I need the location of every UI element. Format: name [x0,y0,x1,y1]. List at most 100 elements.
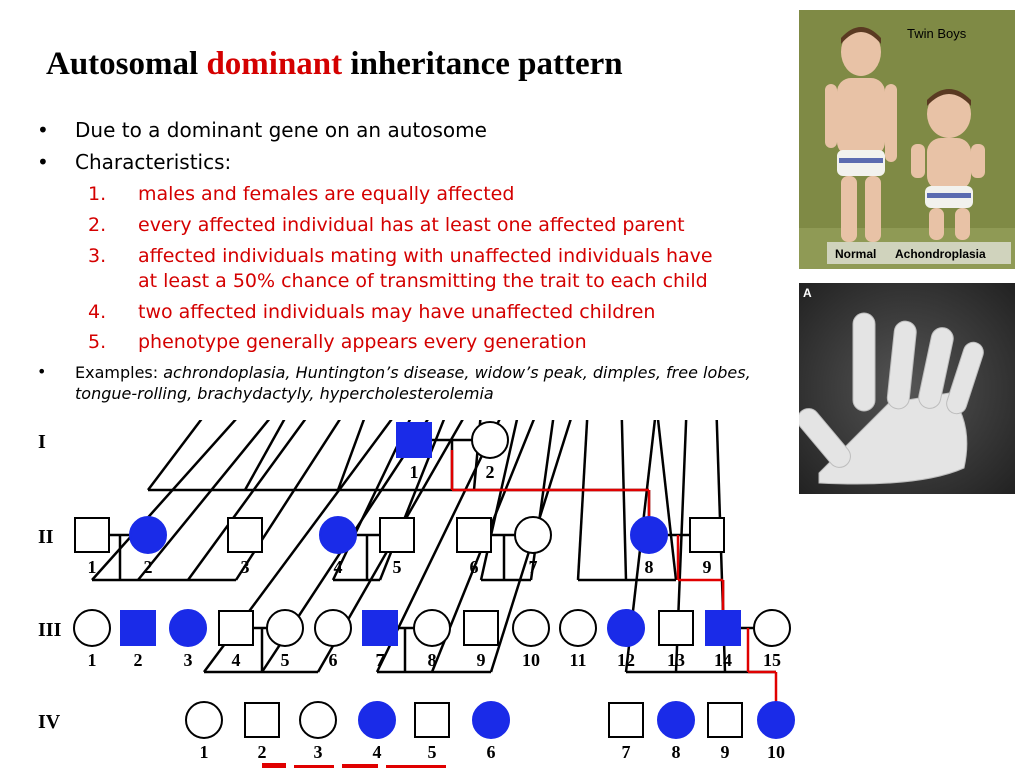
examples-list: achrondoplasia, Huntington’s disease, wi… [75,363,751,403]
male-unaffected-symbol [608,702,644,738]
relationship-line [576,420,589,581]
bottom-red-text-fragment [262,756,462,768]
relationship-line [674,420,688,673]
characteristic-number: 1. [88,183,107,205]
generation-label: III [38,619,62,641]
individual-number: 2 [258,742,267,762]
characteristic-number: 4. [88,301,107,323]
individual-number: 10 [522,650,540,670]
individual-number: 12 [617,650,635,670]
individual-number: 2 [144,557,153,577]
male-unaffected-symbol [379,517,415,553]
individual-number: 5 [428,742,437,762]
male-affected-symbol [396,422,432,458]
individual-number: 10 [767,742,785,762]
twin-boys-caption: Twin Boys [907,26,967,41]
characteristic-text: every affected individual has at least o… [138,214,685,236]
female-affected-symbol [757,701,795,739]
individual-number: 7 [376,650,385,670]
female-affected-symbol [630,516,668,554]
female-affected-symbol [607,609,645,647]
female-unaffected-symbol [471,421,509,459]
pedigree-lines [91,420,776,674]
individual-number: 1 [410,462,419,482]
individual-number: 8 [645,557,654,577]
relationship-line [378,420,446,581]
title-part-2: inheritance pattern [342,46,623,82]
individual-number: 15 [763,650,781,670]
individual-number: 3 [184,650,193,670]
characteristic-text: phenotype generally appears every genera… [138,331,587,353]
female-affected-symbol [358,701,396,739]
relationship-line [624,420,657,673]
relationship-line [331,420,412,581]
caption-strip [827,242,1011,264]
relationship-line [91,420,237,581]
male-affected-symbol [705,610,741,646]
generation-label: I [38,431,46,453]
individual-number: 5 [281,650,290,670]
characteristic-text: two affected individuals may have unaffe… [138,301,656,323]
female-affected-symbol [169,609,207,647]
individual-number: 1 [88,557,97,577]
relationship-line [316,420,464,673]
relationship-line [656,420,678,581]
bullet-text: Characteristics: [75,150,232,174]
hand-corner-label: A [803,286,812,300]
male-unaffected-symbol [456,517,492,553]
female-unaffected-symbol [266,609,304,647]
female-unaffected-symbol [185,701,223,739]
male-unaffected-symbol [74,517,110,553]
individual-number: 8 [672,742,681,762]
individual-number: 14 [714,650,732,670]
relationship-line [489,420,572,673]
normal-boy-figure [825,27,897,242]
male-unaffected-symbol [218,610,254,646]
examples-label: Examples: [75,363,164,382]
relationship-line [529,420,555,581]
individual-number: 6 [470,557,479,577]
individual-number: 13 [667,650,685,670]
individual-number: 4 [232,650,241,670]
individual-number: 11 [569,650,586,670]
individual-number: 4 [334,557,343,577]
male-affected-symbol [362,610,398,646]
individual-number: 4 [373,742,382,762]
bullet-marker: • [37,362,47,381]
individual-number: 7 [622,742,631,762]
female-unaffected-symbol [753,609,791,647]
male-affected-symbol [120,610,156,646]
individual-number: 9 [703,557,712,577]
title-part-1: Autosomal [46,46,207,82]
generation-label: IV [38,711,61,733]
page-title: Autosomal dominant inheritance pattern [46,46,623,83]
individual-number: 6 [487,742,496,762]
characteristic-text-continued: at least a 50% chance of transmitting th… [138,270,708,292]
female-unaffected-symbol [514,516,552,554]
individual-number: 5 [393,557,402,577]
examples-text: Examples: achrondoplasia, Huntington’s d… [75,362,755,404]
individual-number: 7 [529,557,538,577]
normal-label: Normal [835,247,876,261]
brachydactyly-hand-photo: A [799,283,1015,494]
individual-number: 2 [134,650,143,670]
female-affected-symbol [657,701,695,739]
twin-boys-illustration: Twin Boys Normal Achondroplasia [799,10,1015,269]
female-unaffected-symbol [314,609,352,647]
relationship-line [186,420,307,581]
twin-boys-photo: Twin Boys Normal Achondroplasia [799,10,1015,269]
individual-number: 1 [88,650,97,670]
relationship-line [620,420,628,581]
relationship-line [234,420,341,581]
bullet-text: Due to a dominant gene on an autosome [75,118,487,142]
relationship-line [260,420,429,673]
generation-label: II [38,526,54,548]
female-affected-symbol [472,701,510,739]
male-unaffected-symbol [244,702,280,738]
hand-illustration: A [799,283,1015,494]
characteristic-number: 5. [88,331,107,353]
hand-figure [799,312,984,485]
female-unaffected-symbol [73,609,111,647]
